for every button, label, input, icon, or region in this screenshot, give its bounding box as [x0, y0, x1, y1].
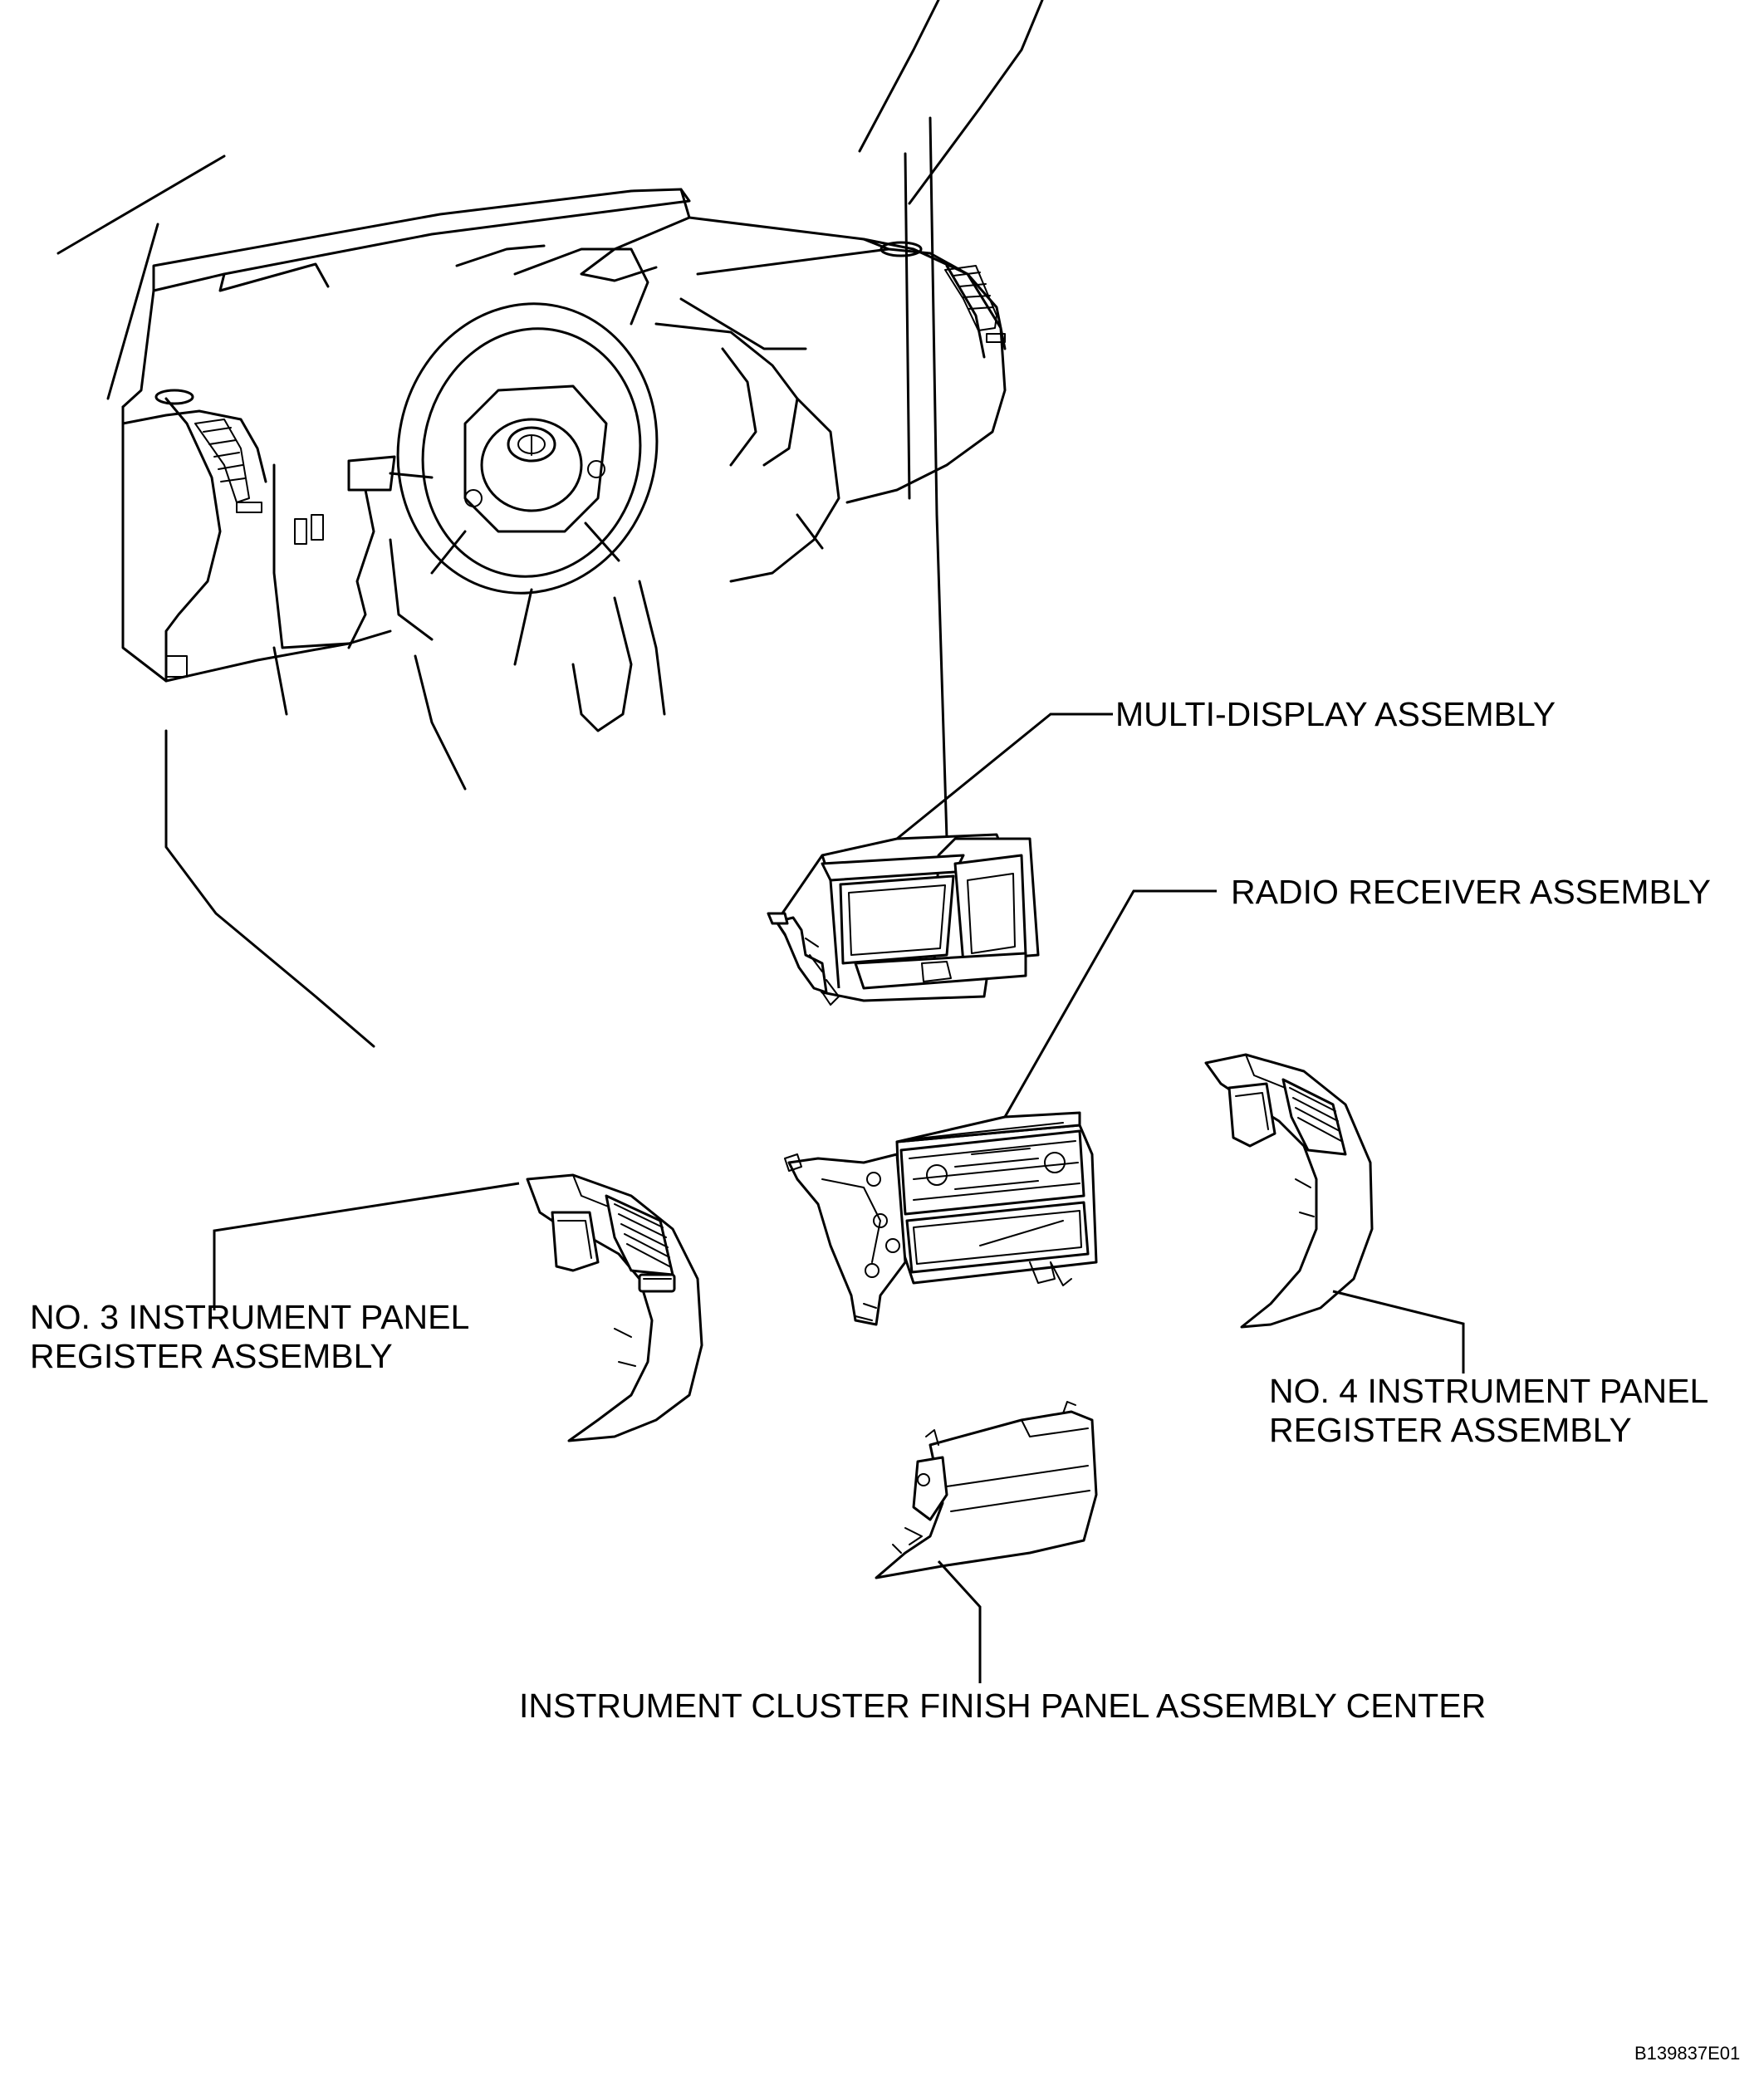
label-radio-receiver-assembly: RADIO RECEIVER ASSEMBLY [1231, 873, 1711, 911]
dashboard-illustration [56, 0, 1044, 1048]
leader-radio-receiver [1003, 889, 1217, 1118]
label-cluster-finish-panel: INSTRUMENT CLUSTER FINISH PANEL ASSEMBLY… [519, 1687, 1487, 1725]
label-no3-register-line2: REGISTER ASSEMBLY [30, 1337, 393, 1375]
leader-multi-display [896, 712, 1113, 840]
leader-no3-register [213, 1182, 520, 1310]
figure-code: B139837E01 [1634, 2043, 1741, 2064]
leader-lines [213, 712, 1465, 1683]
label-no4-register-line2: REGISTER ASSEMBLY [1269, 1411, 1632, 1449]
leader-no4-register [1332, 1290, 1465, 1374]
cluster-finish-panel-illustration [875, 1401, 1098, 1579]
no4-register-assembly-illustration [1204, 1053, 1374, 1329]
label-multi-display-assembly: MULTI-DISPLAY ASSEMBLY [1115, 695, 1556, 733]
radio-receiver-assembly-illustration [784, 1111, 1098, 1326]
multi-display-assembly-illustration [767, 833, 1040, 1006]
leader-cluster-finish [937, 1560, 982, 1683]
label-no4-register-line1: NO. 4 INSTRUMENT PANEL [1269, 1372, 1709, 1410]
label-no3-register-line1: NO. 3 INSTRUMENT PANEL [30, 1298, 470, 1336]
no3-register-assembly-illustration [526, 1173, 703, 1442]
